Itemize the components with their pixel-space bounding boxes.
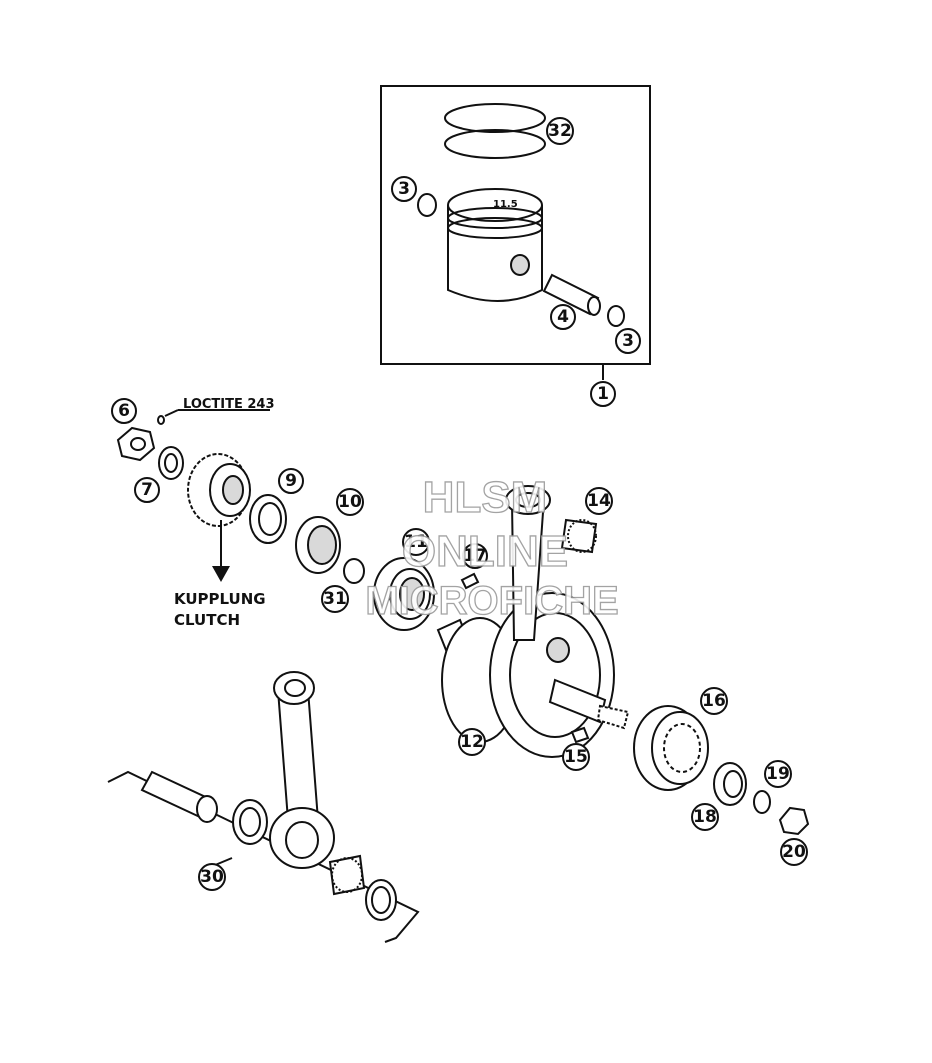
svg-text:20: 20 [782, 842, 806, 862]
woodruff-key-right [570, 726, 590, 744]
needle-bearing-small-end [560, 518, 598, 554]
piston-assembly-box: 11.5 [380, 85, 651, 380]
main-bearing-right [633, 705, 709, 791]
svg-text:6: 6 [118, 401, 130, 421]
svg-text:19: 19 [766, 764, 790, 784]
svg-text:HLSM: HLSM [423, 473, 548, 522]
conrod-needle-bearing [328, 854, 366, 896]
svg-text:4: 4 [557, 307, 569, 327]
callout-17: 17 [462, 543, 488, 569]
callout-6: 6 [111, 398, 137, 424]
washer [158, 446, 184, 480]
callout-9: 9 [278, 468, 304, 494]
svg-text:3: 3 [622, 331, 634, 351]
crank-nut [778, 806, 810, 836]
svg-text:7: 7 [141, 480, 153, 500]
loctite-note: LOCTITE 243 [183, 397, 275, 412]
piston: 11.5 [447, 188, 543, 302]
watermark: HLSM ONLINE MICROFICHE [365, 472, 620, 623]
shaft-seal [295, 516, 341, 574]
svg-text:3: 3 [398, 179, 410, 199]
callout-10: 10 [336, 488, 364, 516]
callout-20: 20 [780, 838, 808, 866]
callout-11: 11 [402, 528, 430, 556]
callout-1: 1 [590, 381, 616, 407]
svg-text:17: 17 [463, 546, 487, 566]
piston-kit-frame [380, 85, 651, 365]
kupplung-label: KUPPLUNG [174, 590, 266, 608]
callout-18: 18 [691, 803, 719, 831]
svg-text:9: 9 [285, 471, 297, 491]
svg-text:14: 14 [587, 491, 611, 511]
callout-31: 31 [321, 585, 349, 613]
primary-gear-group [116, 409, 270, 582]
piston-pin [542, 273, 601, 316]
spacer-ring [249, 494, 287, 544]
clutch-arrow-head [212, 566, 230, 582]
callout-30: 30 [198, 863, 226, 891]
callout-32: 32 [546, 117, 574, 145]
svg-text:12: 12 [460, 732, 484, 752]
callout-3-left: 3 [391, 176, 417, 202]
callout-4: 4 [550, 304, 576, 330]
callout-12: 12 [458, 728, 486, 756]
svg-text:11: 11 [404, 532, 428, 552]
svg-text:31: 31 [323, 589, 347, 609]
woodruff-key-left [460, 572, 480, 590]
piston-rings [444, 103, 546, 159]
loctite-drop [157, 415, 165, 425]
conrod-kit [107, 671, 420, 943]
svg-text:1: 1 [597, 384, 609, 404]
clutch-label: CLUTCH [174, 611, 240, 629]
svg-text:18: 18 [693, 807, 717, 827]
piston-marking: 11.5 [493, 199, 518, 210]
circlip-left [417, 193, 437, 217]
callout-19: 19 [764, 760, 792, 788]
circlip-right [607, 305, 625, 327]
svg-text:MICROFICHE: MICROFICHE [365, 579, 618, 623]
svg-text:15: 15 [564, 747, 588, 767]
callout-14: 14 [585, 487, 613, 515]
svg-text:10: 10 [338, 492, 362, 512]
svg-text:30: 30 [200, 867, 224, 887]
callout-7: 7 [134, 477, 160, 503]
callout-3-right: 3 [615, 328, 641, 354]
main-bearing-left [373, 557, 435, 631]
spacer-right [713, 762, 747, 806]
lock-washer [753, 790, 771, 814]
callout-16: 16 [700, 687, 728, 715]
nut [116, 426, 156, 462]
callout-15: 15 [562, 743, 590, 771]
svg-text:32: 32 [548, 121, 572, 141]
primary-gear [187, 453, 251, 527]
crankshaft [436, 485, 630, 758]
svg-text:ONLINE: ONLINE [402, 527, 568, 576]
o-ring [343, 558, 365, 584]
svg-text:16: 16 [702, 691, 726, 711]
